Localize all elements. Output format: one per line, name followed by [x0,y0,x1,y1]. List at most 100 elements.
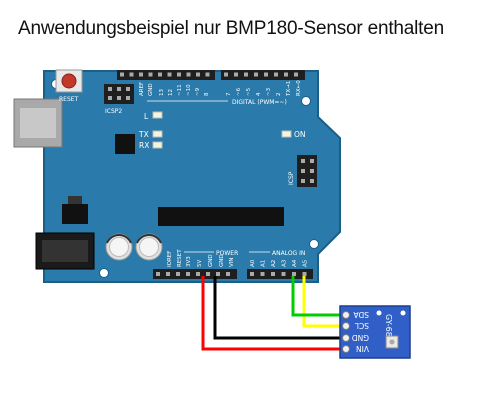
pin-hole [129,72,134,77]
mounting-hole [301,96,311,106]
on-led [281,130,292,138]
pin-hole [224,72,228,77]
ioref-label: IOREF [167,251,173,267]
usb-chip [115,134,135,154]
wires [201,276,346,351]
digital-pin-label: 12 [168,89,174,96]
analog-pin-label: A2 [271,260,277,267]
pin-hole [176,272,180,276]
pin-hole [302,272,307,276]
pin-hole [274,72,278,77]
pin-hole [250,272,254,276]
sensor-model-label: GY-68 [384,314,393,337]
power-jack-inner [42,240,88,262]
pin-hole [254,72,258,77]
analog-pin-label: A0 [250,259,256,267]
diagram-title: Anwendungsbeispiel nur BMP180-Sensor ent… [18,18,444,39]
voltage-regulator-tab [68,196,82,204]
analog-pin-holes [250,272,307,276]
microcontroller-chip [158,207,284,226]
sensor-pin-sda: SDA [353,310,369,319]
digital-pin-label: RX←0 [296,80,302,96]
power-header [153,269,237,279]
digital-pin-label: ~6 [236,87,242,96]
sensor-pin-gnd: GND [352,333,369,342]
icsp-label: ICSP [288,171,295,185]
pin-hole [167,72,172,77]
analog-label: ANALOG IN [272,250,305,257]
pin-hole [166,272,170,276]
sensor-pin-holes [342,311,350,353]
digital-header-right [221,70,305,80]
pin-hole [205,72,210,77]
sensor-mount-hole [376,310,382,316]
icsp-header [297,155,317,187]
board-pcb [43,70,341,283]
pin-hole [226,272,230,276]
pin-hole [139,72,143,77]
digital-pin-label: ~3 [266,87,272,96]
pin-hole [244,72,248,77]
pin-hole [281,272,286,276]
pin-hole [292,272,296,276]
wire-scl [302,276,346,328]
pin-hole [158,72,162,77]
wire-sda [291,276,346,317]
icsp2-header [104,84,134,104]
icsp2-label: ICSP2 [105,108,122,115]
gnd-digital-label: GND [148,83,154,96]
pin-hole [148,72,153,77]
rx-led [152,141,163,149]
pin-hole [206,272,210,276]
voltage-regulator [62,204,88,224]
pin-hole [264,72,268,77]
digital-pin-label: ~10 [186,84,192,96]
digital-pin-label: TX→1 [286,81,292,97]
power-pin-label: 3V3 [186,256,192,267]
pin-hole [156,272,160,276]
l-led [152,111,163,119]
power-pin-label: GND [219,254,225,267]
capacitor [105,233,133,261]
rx-led-label: RX [139,141,149,150]
digital-pin-label: 7 [226,92,232,96]
sensor-mount-hole [400,310,406,316]
analog-pin-label: A5 [303,259,309,267]
digital-pin-label: ~11 [177,84,183,96]
mounting-hole [99,268,109,278]
pin-hole [196,272,200,276]
analog-pin-label: A1 [261,260,267,267]
analog-pin-label: A3 [282,259,288,267]
wire-vin [201,276,346,351]
digital-pin-label: 13 [159,89,165,96]
pin-hole [186,272,190,276]
digital-pin-label: 2 [276,93,282,97]
capacitor [135,233,163,261]
digital-pin-label: ~9 [195,87,201,96]
power-pin-label: 5V [197,260,203,267]
sensor-pin-scl: SCL [354,321,369,330]
pin-hole [284,72,288,77]
pin-hole [294,72,298,77]
pin-hole [216,272,220,276]
pin-hole [186,72,191,77]
wire-gnd [213,276,346,340]
digital-pin-label: ~5 [246,87,252,96]
digital-pin-label: 4 [256,92,262,96]
reset-button[interactable] [61,73,77,89]
power-pin-label: GND [208,254,214,267]
pin-hole [120,72,124,77]
digital-header-left [117,70,215,80]
analog-header [247,269,313,279]
tx-led-label: TX [138,130,149,139]
mounting-hole [309,239,319,249]
pin-hole [196,72,200,77]
reset-label: RESET [59,96,79,103]
pin-hole [260,272,265,276]
tx-led [152,130,163,138]
bmp180-sensor-module: SDA SCL GND VIN GY-68 [339,305,411,359]
power-pin-holes [156,272,230,276]
